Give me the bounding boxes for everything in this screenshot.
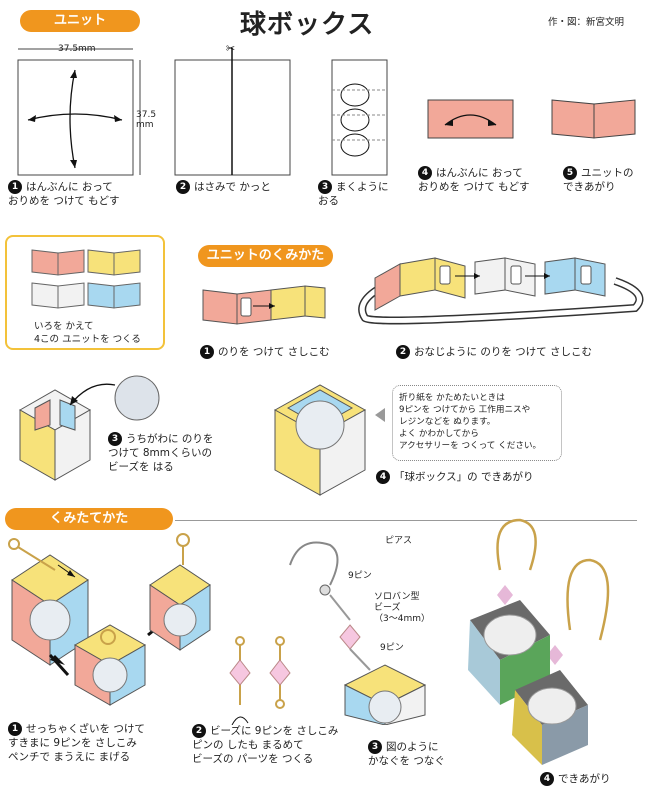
pin-box-1 bbox=[8, 538, 89, 666]
svg-text:✂: ✂ bbox=[226, 42, 235, 55]
assembly-step-2 bbox=[358, 257, 644, 325]
earring-photo bbox=[468, 518, 610, 765]
unit-finished bbox=[551, 99, 636, 139]
assembly-step-4-text: 4「球ボックス」の できあがり bbox=[376, 470, 534, 484]
color-note: いろを かえて 4この ユニットを つくる bbox=[34, 321, 141, 345]
color-note-box bbox=[5, 235, 165, 350]
open-box bbox=[18, 375, 160, 481]
label-pin2: 9ピン bbox=[380, 643, 404, 653]
credit: 作・図：新宮文明 bbox=[548, 17, 625, 28]
fold-strip-4 bbox=[427, 99, 514, 139]
section-kumitate: くみたてかた bbox=[5, 508, 173, 530]
note-box: 折り紙を かためたいときは 9ピンを つけてから 工作用ニスや レジンなどを ぬ… bbox=[392, 385, 562, 461]
fold-square-1 bbox=[17, 48, 141, 176]
section-unit: ユニット bbox=[20, 10, 140, 32]
width-label: 37.5mm bbox=[58, 44, 96, 54]
kumitate-diagrams bbox=[8, 533, 427, 725]
section-assembly: ユニットのくみかた bbox=[198, 245, 333, 267]
label-bead: ソロバン型 ビーズ （3～4mm） bbox=[374, 592, 430, 624]
fold-square-2: ✂ bbox=[174, 42, 291, 176]
fold-strip-3 bbox=[331, 59, 388, 176]
divider bbox=[175, 520, 637, 521]
label-pin1: 9ピン bbox=[348, 571, 372, 581]
label-pierce: ピアス bbox=[385, 536, 413, 546]
box-diagrams bbox=[18, 375, 385, 496]
pin-box-3 bbox=[149, 533, 211, 651]
assembly-diagrams bbox=[202, 257, 644, 325]
unit-fold-diagrams: ✂ bbox=[17, 42, 636, 176]
earring-assembly bbox=[289, 541, 427, 725]
finished-box bbox=[273, 384, 367, 496]
bead-parts bbox=[229, 636, 291, 725]
four-units bbox=[31, 249, 141, 309]
page-title: 球ボックス bbox=[240, 10, 375, 40]
assembly-step-1 bbox=[202, 285, 326, 325]
